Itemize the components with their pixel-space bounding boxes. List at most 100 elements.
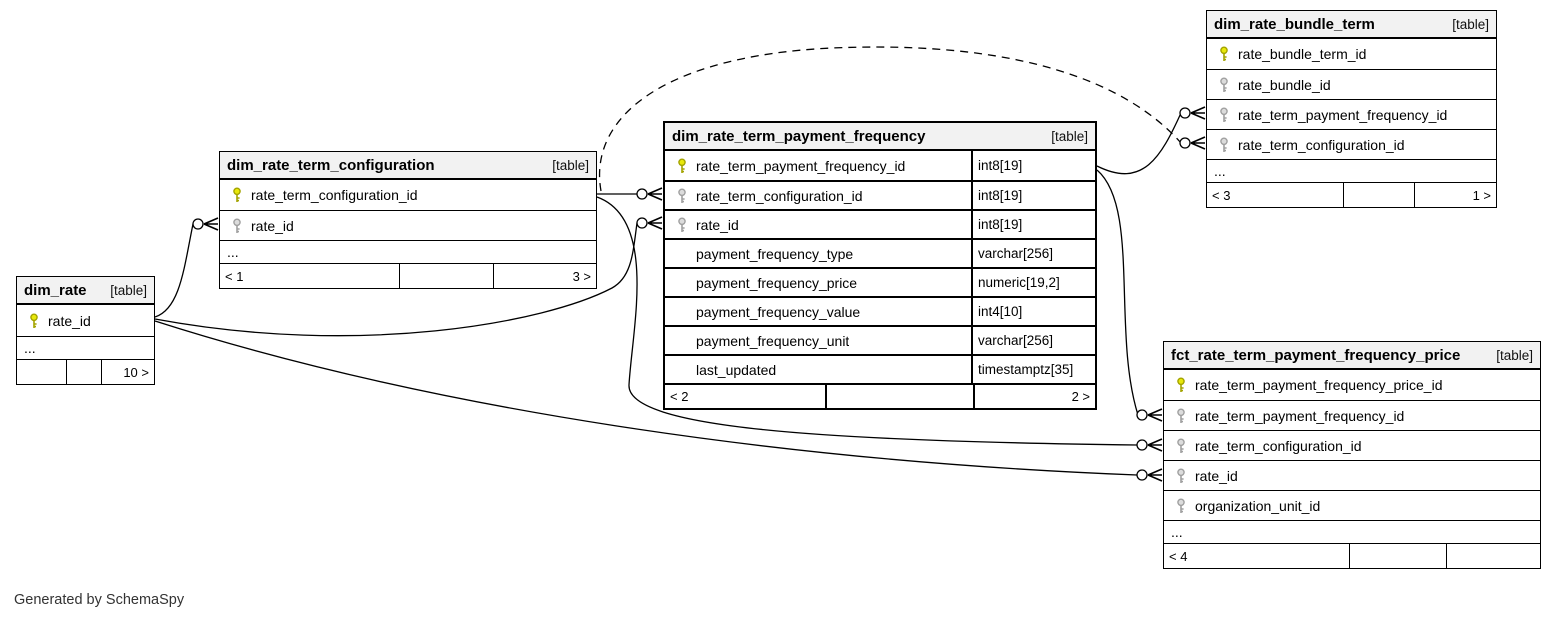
foreign-key-icon [1217,107,1231,123]
primary-key-icon [230,187,244,203]
column-row: rate_bundle_id [1207,69,1496,99]
table-dim_rate_term_payment_frequency[interactable]: dim_rate_term_payment_frequency[table]ra… [663,121,1097,410]
column-row: last_updated timestamptz[35] [665,354,1095,383]
column-name: rate_term_configuration_id [251,187,418,203]
column-name: rate_term_payment_frequency_id [1238,106,1448,123]
column-row: payment_frequency_unit varchar[256] [665,325,1095,354]
table-dim_rate_bundle_term[interactable]: dim_rate_bundle_term [table] rate_bundle_t… [1206,10,1497,208]
footer-mid-cell [825,385,973,408]
column-name: rate_term_payment_frequency_price_id [1195,377,1443,393]
footer-parents-count: < 3 [1212,187,1231,203]
crows-foot-icon [1190,136,1206,150]
relationship-solid: dim_rate_term_payment_frequency.rate_ter… [1096,106,1206,175]
column-name: rate_id [1195,467,1238,484]
table-title[interactable]: dim_rate_bundle_term [1214,15,1375,33]
table-title[interactable]: fct_rate_term_payment_frequency_price [1171,346,1461,364]
column-row: rate_term_payment_frequency_id [1207,99,1496,129]
table-type-badge: [table] [1496,347,1533,363]
column-name: payment_frequency_unit [696,332,850,349]
table-footer: < 1 3 > [220,263,596,288]
table-footer: < 4 [1164,543,1540,568]
table-header: dim_rate [table] [17,277,154,305]
footer-mid-cell [399,264,493,288]
column-name: organization_unit_id [1195,497,1321,514]
column-name: rate_term_configuration_id [696,187,863,204]
ellipsis-row: ... [1164,520,1540,543]
primary-key-icon [1174,377,1188,393]
table-header: dim_rate_term_configuration [table] [220,152,596,180]
column-name: last_updated [696,361,777,378]
crows-foot-icon [1190,106,1206,120]
crows-foot-icon [1147,438,1163,452]
column-name: rate_term_payment_frequency_id [1195,407,1405,424]
footer-parents-count [17,360,66,384]
column-type: varchar[256] [971,240,1095,267]
table-header: fct_rate_term_payment_frequency_price [ta… [1164,342,1540,370]
relationship-solid: dim_rate_term_configuration.rate_term_co… [597,187,663,201]
column-name: rate_term_payment_frequency_id [696,157,906,174]
table-fct_rate_term_payment_frequency_price[interactable]: fct_rate_term_payment_frequency_price [ta… [1163,341,1541,569]
column-row: rate_term_payment_frequency_price_id [1164,370,1540,400]
column-name: rate_term_configuration_id [1238,136,1405,153]
column-name: rate_id [251,217,294,234]
table-dim_rate_term_configuration[interactable]: dim_rate_term_configuration [table] rate_t… [219,151,597,289]
generator-note: Generated by SchemaSpy [14,592,185,608]
column-row: rate_id [220,210,596,240]
primary-key-icon [1217,46,1231,62]
table-footer: 10 > [17,359,154,384]
table-header: dim_rate_term_payment_frequency[table] [665,123,1095,151]
relationship-solid: dim_rate.rate_id → dim_rate_term_configu… [154,217,219,318]
footer-parents-count: < 4 [1169,548,1188,564]
footer-children-count: 2 > [973,385,1095,408]
foreign-key-icon [1174,468,1188,484]
footer-children-count [1446,544,1540,568]
foreign-key-icon [1174,408,1188,424]
column-type: numeric[19,2] [971,269,1095,296]
table-dim_rate[interactable]: dim_rate [table] rate_id...10 > [16,276,155,385]
column-row: rate_id [17,305,154,336]
crows-foot-icon [1147,468,1163,482]
table-title[interactable]: dim_rate_term_configuration [227,156,435,174]
column-name: rate_term_configuration_id [1195,437,1362,454]
foreign-key-icon [1217,77,1231,93]
crows-foot-icon [647,216,663,230]
column-name: rate_id [48,312,91,329]
footer-mid-cell [1343,183,1414,207]
column-row: rate_term_configuration_id int8[19] [665,180,1095,209]
zero-or-one-circle-icon [1136,409,1148,421]
zero-or-one-circle-icon [1136,439,1148,451]
table-type-badge: [table] [1452,16,1489,32]
crows-foot-icon [203,217,219,231]
column-type: int4[10] [971,298,1095,325]
column-row: rate_bundle_term_id [1207,39,1496,69]
column-row: rate_term_configuration_id [1207,129,1496,159]
footer-children-count: 10 > [101,360,154,384]
column-type: int8[19] [971,211,1095,238]
table-type-badge: [table] [552,157,589,173]
zero-or-one-circle-icon [1179,107,1191,119]
crows-foot-icon [647,187,663,201]
table-title[interactable]: dim_rate_term_payment_frequency [672,127,926,145]
foreign-key-icon [1174,498,1188,514]
footer-children-count: 3 > [493,264,596,288]
foreign-key-icon [675,188,689,204]
column-type: int8[19] [971,182,1095,209]
foreign-key-icon [1217,137,1231,153]
footer-parents-count: < 1 [225,268,244,284]
table-header: dim_rate_bundle_term [table] [1207,11,1496,39]
column-type: varchar[256] [971,327,1095,354]
table-title[interactable]: dim_rate [24,281,87,299]
relationship-solid: dim_rate_term_payment_frequency.rate_ter… [1096,169,1163,422]
foreign-key-icon [230,218,244,234]
zero-or-one-circle-icon [192,218,204,230]
ellipsis-row: ... [220,240,596,263]
ellipsis-row: ... [17,336,154,359]
column-type: timestamptz[35] [971,356,1095,383]
crows-foot-icon [1147,408,1163,422]
table-type-badge: [table] [110,282,147,298]
